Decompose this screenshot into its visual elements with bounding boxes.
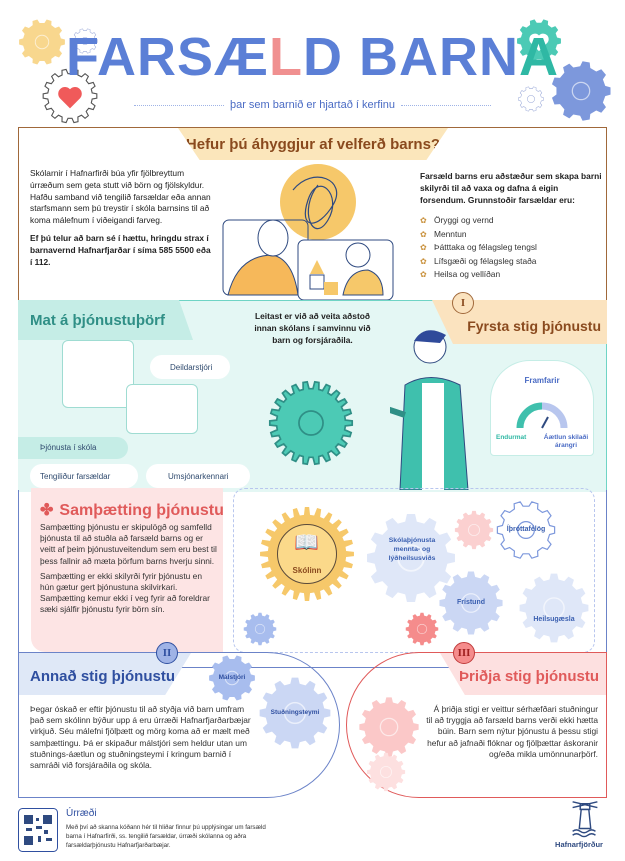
gear-icon <box>243 612 277 646</box>
integration-heading: ✤ Samþætting þjónustu <box>40 500 224 520</box>
pillar-item: Heilsa og vellíðan <box>420 268 602 282</box>
gear-icon <box>72 28 98 54</box>
title-part: L <box>269 27 304 87</box>
concern-left-text: Skólarnir í Hafnarfirði búa yfir fjölbre… <box>30 168 212 274</box>
flower-icon: ✤ <box>40 502 54 519</box>
footer-text: Með því að skanna kóðann hér til hliðar … <box>66 824 266 849</box>
lighthouse-logo-icon <box>572 801 598 838</box>
gear-label-health: Heilsugæsla <box>533 616 575 623</box>
worried-parent-child-illustration <box>222 164 394 300</box>
role-teacher: Umsjónarkennari <box>146 464 250 488</box>
pillar-item: Menntun <box>420 228 602 242</box>
integration-text: Samþætting þjónustu er skipulögð og samf… <box>40 522 218 622</box>
subtitle: þar sem barnið er hjartað í kerfinu <box>0 99 625 111</box>
logo-text: Hafnarfjörður <box>555 840 603 849</box>
support-team-label: Stuðningsteymi <box>270 709 320 716</box>
shield-gear-icon <box>366 752 406 792</box>
assessment-tab <box>18 300 193 340</box>
concern-intro: Skólarnir í Hafnarfirði búa yfir fjölbre… <box>30 168 211 226</box>
qr-code[interactable] <box>18 808 58 852</box>
integration-p1: Samþætting þjónustu er skipulögð og samf… <box>40 522 217 566</box>
progress-left-label: Endurmat <box>496 434 527 441</box>
progress-gauge <box>516 402 568 429</box>
family-gear-icon <box>358 696 420 758</box>
gear-icon <box>365 512 457 604</box>
pencil-gear-icon <box>454 510 494 550</box>
concern-right-text: Farsæld barns eru aðstæður sem skapa bar… <box>420 170 602 282</box>
level3-text: Á þriðja stigi er veittur sérhæfðari stu… <box>426 704 598 759</box>
gear-label-school: Skólinn <box>292 566 322 575</box>
advisor-illustration <box>126 384 198 434</box>
title-part: F <box>65 27 97 87</box>
title-part: A <box>519 27 560 87</box>
concern-section <box>18 127 607 302</box>
gear-icon <box>405 612 439 646</box>
progress-panel <box>490 360 594 456</box>
concern-warning: Ef þú telur að barn sé í hættu, hringdu … <box>30 232 211 267</box>
role-label: Deildarstjóri <box>170 362 213 372</box>
gear-icon <box>496 500 556 560</box>
heart-gear-icon <box>516 18 562 64</box>
level3-heading: Þriðja stig þjónustu <box>458 668 599 685</box>
pillar-item: Lífsgæði og félagsleg staða <box>420 255 602 269</box>
gear-label-leisure: Frístund <box>457 599 485 606</box>
pillar-item: Öryggi og vernd <box>420 214 602 228</box>
gear-icon <box>268 380 354 466</box>
gear-icon <box>208 654 256 702</box>
integration-p2: Samþætting er ekki skilyrði fyrir þjónus… <box>40 570 210 615</box>
level2-numeral: II <box>156 642 178 664</box>
gear-icon <box>18 18 66 66</box>
school-gear-inner <box>277 524 337 584</box>
level3-section <box>346 652 607 798</box>
title-part: D BARN <box>303 27 520 87</box>
heart-gear-icon <box>42 68 98 124</box>
gear-icon <box>438 570 504 636</box>
level1-heading: Fyrsta stig þjónustu <box>467 318 601 334</box>
progress-right-label: Áætlun skilaði árangri <box>543 434 589 449</box>
level2-text: Þegar óskað er eftir þjónustu til að sty… <box>30 704 251 771</box>
subtitle-text: þar sem barnið er hjartað í kerfinu <box>229 99 396 111</box>
book-hands-icon: 📖 <box>294 532 319 554</box>
role-school-service: Þjónusta í skóla <box>18 437 128 459</box>
title-part: ARSÆ <box>97 27 270 87</box>
assessment-heading: Mat á þjónustuþörf <box>30 312 165 329</box>
level1-description: Leitast er við að veita aðstoð innan skó… <box>254 311 371 345</box>
role-dept-head: Deildarstjóri <box>150 355 230 379</box>
progress-title: Framfarir <box>524 376 560 385</box>
heart-rate-gear-icon <box>518 572 590 644</box>
level3-numeral: III <box>453 642 475 664</box>
page-title: FARSÆLD BARNA <box>0 26 625 88</box>
integration-heading-text: Samþætting þjónustu <box>59 502 224 519</box>
gear-label-school-service: Skólaþjónusta mennta- og lýðheilsusviðs <box>388 537 436 562</box>
level2-heading: Annað stig þjónustu <box>30 668 175 685</box>
integration-box <box>31 488 223 652</box>
teacher-illustration <box>62 340 134 408</box>
gear-icon <box>550 60 612 122</box>
pillar-item: Þátttaka og félagsleg tengsl <box>420 241 602 255</box>
gear-icon <box>258 676 332 750</box>
concern-heading: Hefur þú áhyggjur af velferð barns? <box>185 135 441 153</box>
concern-heading-tab: Hefur þú áhyggjur af velferð barns? <box>178 128 448 160</box>
role-contact: Tengiliður farsældar <box>30 464 138 488</box>
role-label: Þjónusta í skóla <box>40 443 97 452</box>
farsaeld-definition: Farsæld barns eru aðstæður sem skapa bar… <box>420 171 602 205</box>
level1-numeral: I <box>452 292 474 314</box>
footer-title: Úrræði <box>66 808 97 819</box>
case-manager-label: Málstjóri <box>218 674 246 681</box>
role-label: Tengiliður farsældar <box>40 471 111 481</box>
level2-section <box>18 652 340 798</box>
role-label: Umsjónarkennari <box>168 471 229 481</box>
gear-label-sports: Íþróttafélög <box>506 526 546 533</box>
person-turning-gear-illustration <box>390 330 469 490</box>
pillars-list: Öryggi og vernd Menntun Þátttaka og féla… <box>420 214 602 282</box>
gear-icon <box>518 86 544 112</box>
